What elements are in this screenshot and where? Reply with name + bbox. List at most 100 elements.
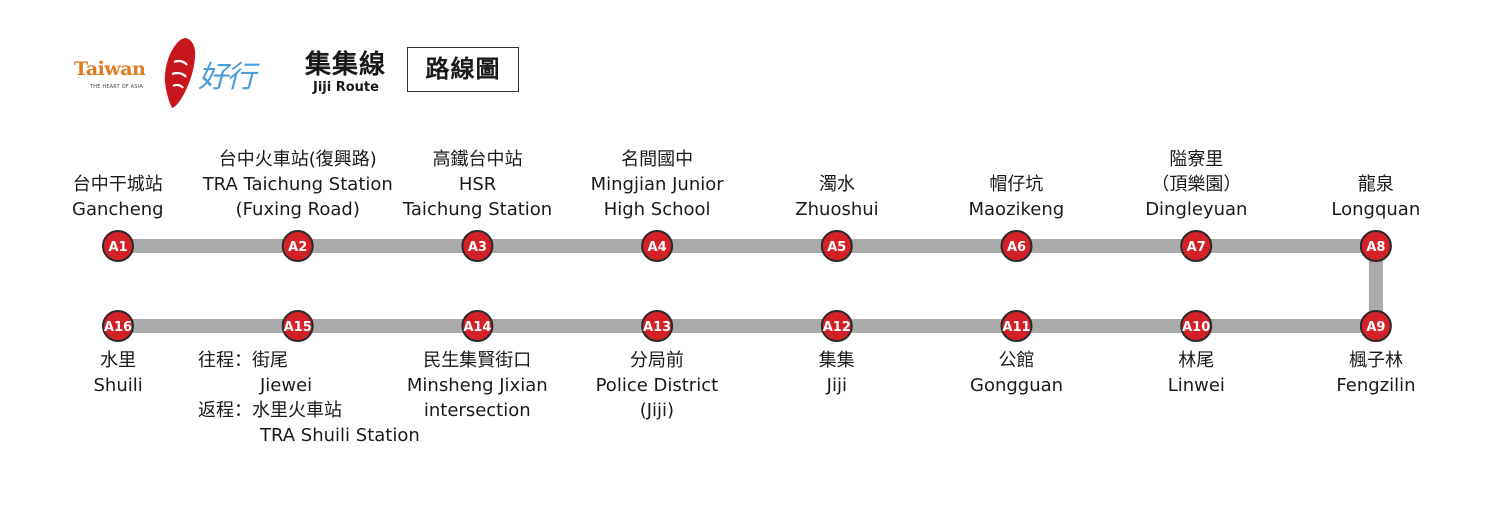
station-name-en: Linwei	[1167, 375, 1225, 396]
station-label-a8: 龍泉 Longquan	[1331, 172, 1420, 222]
station-label-a1: 台中干城站 Gancheng	[72, 172, 164, 222]
station-name-zh: 隘寮里	[1169, 149, 1224, 170]
station-name-en: Mingjian Junior	[590, 174, 724, 195]
station-label-a3: 高鐵台中站 HSR Taichung Station	[403, 147, 552, 222]
station-dot	[1359, 310, 1392, 342]
station-code: A2	[288, 240, 307, 255]
station-name-zh: 濁水	[818, 174, 855, 195]
station-name-zh: 台中火車站(復興路)	[218, 149, 377, 170]
station-name-en: Minsheng Jixian	[406, 375, 548, 396]
station-name-en: Zhuoshui	[795, 199, 879, 220]
station-code: A1	[108, 240, 127, 255]
station-code: A13	[643, 320, 671, 335]
station-name-en: HSR	[458, 174, 497, 195]
station-marker-a10: A10	[1180, 310, 1213, 342]
station-dot	[102, 230, 134, 262]
station-marker-a4: A4	[641, 230, 674, 262]
station-label-a10: 林尾 Linwei	[1168, 348, 1225, 398]
station-name-zh: （頂樂園）	[1151, 174, 1242, 195]
route-name-en: Jiji Route	[313, 80, 379, 95]
station-label-a9: 楓子林 Fengzilin	[1336, 348, 1415, 398]
station-name-zh: 民生集賢街口	[423, 350, 532, 371]
station-dot	[461, 230, 494, 262]
station-marker-a12: A12	[820, 310, 853, 342]
station-name-zh: 龍泉	[1357, 174, 1394, 195]
route-map-label: 路線圖	[407, 47, 519, 92]
station-name-en: intersection	[423, 400, 531, 421]
station-dot	[641, 310, 674, 342]
station-marker-a3: A3	[461, 230, 494, 262]
station-dot	[102, 310, 134, 342]
logo-script-text: 好行	[198, 60, 256, 95]
station-name-zh: 名間國中	[621, 149, 694, 170]
station-label-a6: 帽仔坑 Maozikeng	[969, 172, 1065, 222]
station-label-line: Jiewei	[260, 375, 313, 396]
station-label-a14: 民生集賢街口 Minsheng Jixian intersection	[407, 348, 548, 423]
station-marker-a14: A14	[461, 310, 494, 342]
station-name-en: Maozikeng	[968, 199, 1065, 220]
station-marker-a13: A13	[641, 310, 674, 342]
station-name-en: Jiji	[826, 375, 847, 396]
station-name-en: (Jiji)	[639, 400, 675, 421]
station-name-en: High School	[603, 199, 711, 220]
station-code: A3	[468, 240, 487, 255]
station-label-a2: 台中火車站(復興路) TRA Taichung Station (Fuxing Ro…	[203, 147, 393, 222]
station-code: A12	[823, 320, 851, 335]
station-name-en: TRA Taichung Station	[202, 174, 393, 195]
station-label-a5: 濁水 Zhuoshui	[795, 172, 878, 222]
station-dot	[281, 310, 314, 342]
station-label-line: 返程：水里火車站	[198, 400, 342, 421]
station-name-en: Taichung Station	[402, 199, 553, 220]
station-dot	[1180, 310, 1213, 342]
station-marker-a5: A5	[820, 230, 853, 262]
station-code: A7	[1187, 240, 1206, 255]
station-code: A15	[284, 320, 312, 335]
station-marker-a15: A15	[281, 310, 314, 342]
station-label-line: TRA Shuili Station	[260, 425, 420, 446]
station-marker-a2: A2	[281, 230, 314, 262]
station-code: A10	[1182, 320, 1210, 335]
station-marker-a16: A16	[102, 310, 134, 342]
taiwan-tourist-shuttle-logo: Taiwan THE HEART OF ASIA 好行	[74, 36, 284, 116]
station-name-zh: 公館	[998, 350, 1035, 371]
station-code: A5	[827, 240, 846, 255]
station-marker-a1: A1	[102, 230, 134, 262]
station-code: A9	[1366, 320, 1385, 335]
station-dot	[281, 230, 314, 262]
station-marker-a7: A7	[1180, 230, 1213, 262]
route-name-zh: 集集線	[305, 50, 387, 80]
station-name-en: Dingleyuan	[1145, 199, 1248, 220]
station-dot	[461, 310, 494, 342]
station-name-en: Fengzilin	[1336, 375, 1416, 396]
station-code: A11	[1002, 320, 1030, 335]
station-code: A16	[104, 320, 132, 335]
station-name-en: Shuili	[93, 375, 143, 396]
taiwan-map-icon	[164, 38, 196, 108]
station-marker-a9: A9	[1359, 310, 1392, 342]
station-name-zh: 集集	[818, 350, 855, 371]
station-marker-a8: A8	[1359, 230, 1392, 262]
station-name-en: Longquan	[1331, 199, 1421, 220]
station-name-en: Police District	[595, 375, 719, 396]
station-marker-a11: A11	[1000, 310, 1033, 342]
station-dot	[1359, 230, 1392, 262]
station-name-zh: 高鐵台中站	[432, 149, 523, 170]
station-name-zh: 台中干城站	[72, 174, 163, 195]
station-dot	[1000, 310, 1033, 342]
station-dot	[1000, 230, 1033, 262]
station-name-en: Gancheng	[72, 199, 164, 220]
station-code: A8	[1366, 240, 1385, 255]
station-marker-a6: A6	[1000, 230, 1033, 262]
station-name-zh: 帽仔坑	[989, 174, 1044, 195]
station-name-zh: 林尾	[1178, 350, 1215, 371]
station-name-en: (Fuxing Road)	[235, 199, 360, 220]
station-dot	[1180, 230, 1213, 262]
logo-brand-text: Taiwan	[74, 58, 146, 80]
station-name-zh: 楓子林	[1348, 350, 1403, 371]
